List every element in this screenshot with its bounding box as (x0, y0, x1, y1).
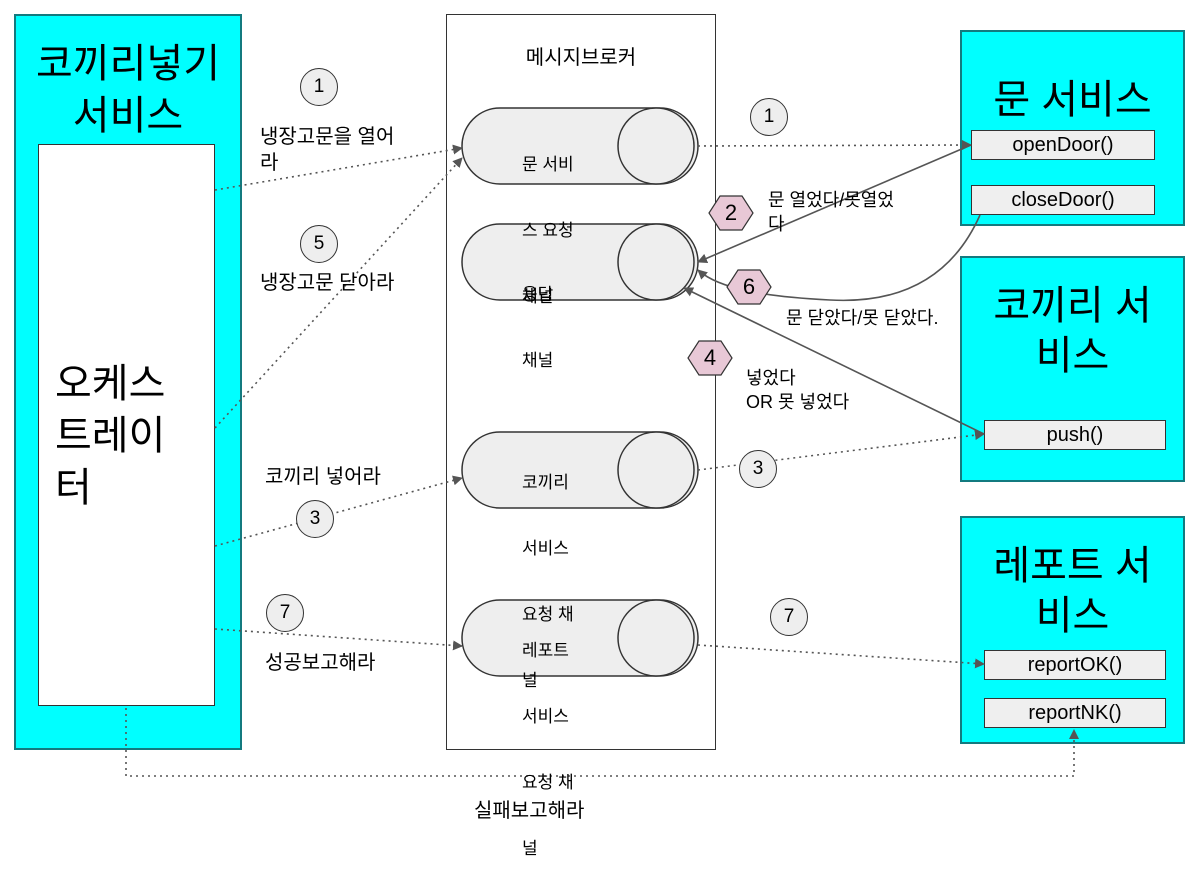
arrow-channel-to-open-door (697, 140, 972, 151)
push-elephant-command: 코끼리 넣어라 (265, 466, 381, 488)
channel-response (461, 223, 699, 301)
orchestrator-label-1: 오케스 (55, 362, 166, 406)
report-success-command: 성공보고해라 (265, 652, 376, 674)
step-5-circle: 5 (300, 225, 338, 263)
arrow-report-success-request (214, 628, 463, 651)
channel-response-label: 응답 채널 (522, 240, 553, 394)
step-4-label: 4 (703, 345, 717, 370)
arrow-channel-to-report-ok (697, 644, 985, 669)
orchestrator-label-2: 트레이 (55, 414, 166, 458)
step-6-hexagon (726, 269, 772, 305)
step-3-circle: 3 (296, 500, 334, 538)
report-nk-method: reportNK() (984, 698, 1166, 728)
orchestrator-label-3: 터 (55, 466, 92, 510)
step-6-label: 6 (742, 274, 756, 299)
elephant-service-title-2: 비스 (1035, 334, 1110, 378)
report-ok-method: reportOK() (984, 650, 1166, 680)
open-door-command: 냉장고문을 열어 라 (260, 126, 395, 174)
step-3-broker-circle: 3 (739, 450, 777, 488)
step-1-circle: 1 (300, 68, 338, 106)
channel-elephant-request-line-4: 널 (522, 671, 538, 690)
arrow-open-door-response (697, 144, 972, 264)
channel-report-request-line-4: 널 (522, 839, 538, 858)
report-service-title-2: 비스 (1035, 594, 1110, 638)
arrow-push-response (683, 287, 985, 435)
door-opened-response: 문 열었다/못열었 다 (768, 190, 894, 234)
step-7-circle: 7 (266, 594, 304, 632)
message-broker-title: 메시지브로커 (525, 47, 637, 69)
open-door-method: openDoor() (971, 130, 1155, 160)
report-failure-command: 실패보고해라 (474, 800, 585, 822)
channel-door-request (461, 107, 699, 185)
channel-door-request-line-1: 문 서비 (522, 155, 574, 174)
channel-report-request-line-3: 요청 채 (522, 773, 574, 792)
elephant-insert-service-title-2: 서비스 (72, 94, 184, 138)
channel-door-request-line-3: 채널 (522, 287, 554, 306)
channel-report-request-line-1: 레포트 (522, 641, 569, 660)
step-7-broker-circle: 7 (770, 598, 808, 636)
diagram-lines (125, 107, 1079, 777)
channel-report-request-label: 레포트 서비스 요청 채 널 (522, 596, 574, 882)
channel-elephant-request-line-3: 요청 채 (522, 605, 574, 624)
channel-elephant-request (461, 431, 699, 509)
close-door-method: closeDoor() (971, 185, 1155, 215)
channel-response-line-1: 응답 (522, 285, 554, 304)
elephant-insert-service-title-1: 코끼리넣기 (36, 42, 220, 86)
pushed-response: 넣었다 OR 못 넣었다 (746, 368, 850, 412)
door-service-title: 문 서비스 (993, 78, 1152, 122)
channel-report-request-line-2: 서비스 (522, 707, 569, 726)
orchestrator-box: 오케스 트레이 터 (38, 144, 215, 706)
elephant-service-title-1: 코끼리 서 (993, 284, 1152, 328)
arrow-report-failure (125, 708, 1079, 777)
channel-elephant-request-line-1: 코끼리 (522, 473, 569, 492)
report-service-title-1: 레포트 서 (993, 544, 1152, 588)
door-closed-response: 문 닫았다/못 닫았다. (786, 308, 939, 328)
close-door-command: 냉장고문 닫아라 (260, 272, 395, 294)
channel-door-request-line-2: 스 요청 (522, 221, 574, 240)
channel-report-request (461, 599, 699, 677)
step-2-hexagon (708, 195, 754, 231)
channel-elephant-request-label: 코끼리 서비스 요청 채 널 (522, 428, 574, 714)
channel-elephant-request-line-2: 서비스 (522, 539, 569, 558)
arrow-push-request (214, 475, 463, 547)
step-4-hexagon (687, 340, 733, 376)
step-2-label: 2 (724, 200, 738, 225)
arrow-close-door-request (214, 157, 463, 429)
push-method: push() (984, 420, 1166, 450)
channel-response-line-2: 채널 (522, 351, 554, 370)
step-1-broker-circle: 1 (750, 98, 788, 136)
channel-door-request-label: 문 서비 스 요청 채널 (522, 110, 574, 330)
